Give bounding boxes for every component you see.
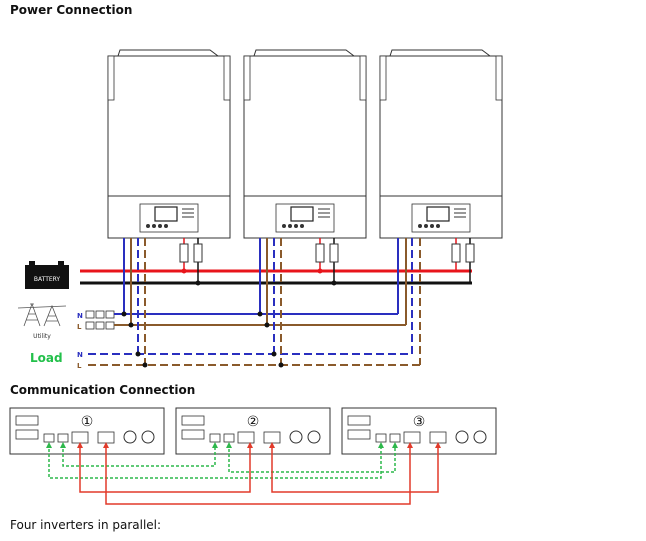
current-share-cables: [79, 444, 439, 505]
load-label: Load: [30, 351, 63, 365]
communication-connection-heading: Communication Connection: [10, 383, 196, 397]
load-line-label: L: [77, 362, 82, 370]
utility-breaker: [85, 310, 115, 330]
utility-tower-icon: [17, 302, 67, 327]
load-wires: [88, 238, 421, 366]
battery-icon: BATTERY: [25, 261, 69, 289]
battery-bus: [80, 238, 475, 286]
inverter-1: [107, 49, 231, 239]
power-connection-heading: Power Connection: [10, 3, 133, 17]
utility-wires: [114, 238, 407, 328]
comm-panel-2: ②: [175, 407, 331, 455]
unit-3-label: ③: [413, 414, 426, 430]
unit-2-label: ②: [247, 414, 260, 430]
utility-line-label: L: [77, 323, 82, 331]
load-neutral-label: N: [77, 351, 83, 359]
utility-label: Utility: [33, 333, 51, 340]
comm-panel-1: ①: [9, 407, 165, 455]
footer-caption: Four inverters in parallel:: [10, 518, 162, 532]
inverter-3: [379, 49, 503, 239]
sync-cables: [48, 444, 396, 479]
utility-neutral-label: N: [77, 312, 83, 320]
battery-label: BATTERY: [34, 276, 61, 283]
inverter-2: [243, 49, 367, 239]
comm-arrowheads: [46, 442, 441, 448]
unit-1-label: ①: [81, 414, 94, 430]
comm-panel-3: ③: [341, 407, 497, 455]
